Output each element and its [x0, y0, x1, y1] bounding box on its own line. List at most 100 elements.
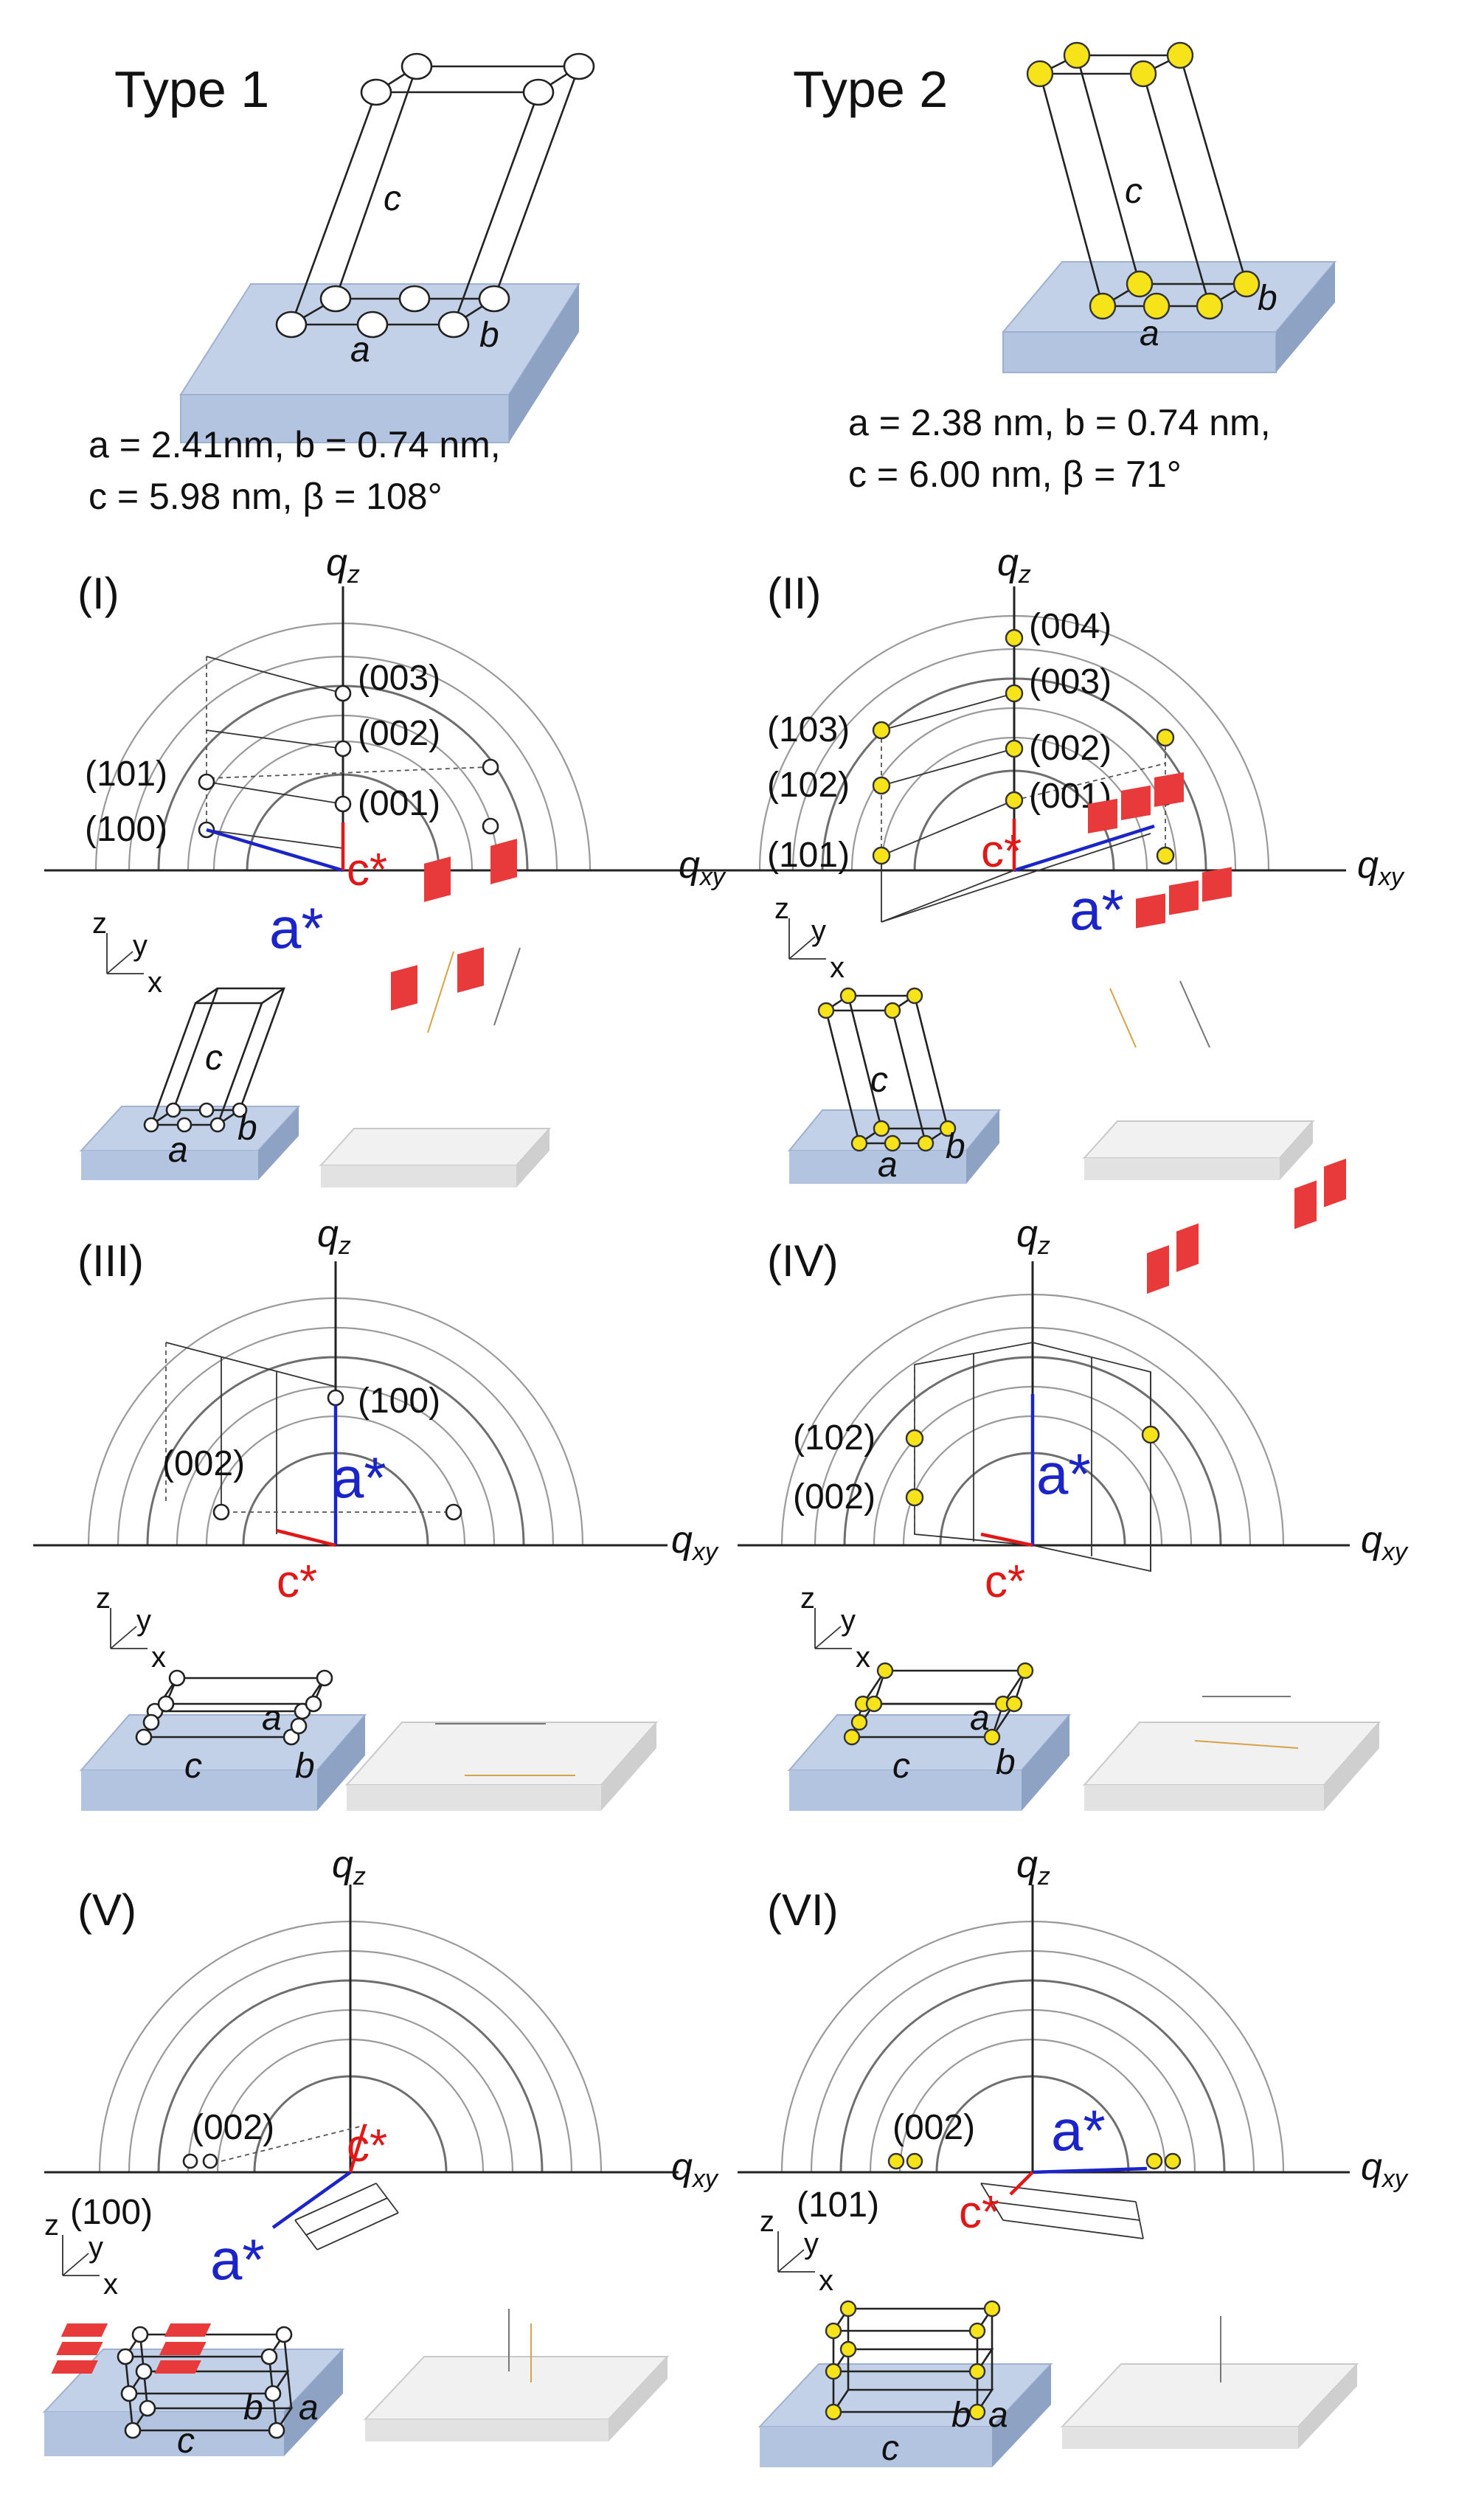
- panel-I-qxy-label: qxy: [679, 844, 727, 891]
- type-1-params-line1: a = 2.41nm, b = 0.74 nm,: [89, 424, 501, 465]
- panel-I-spot-side-2: [482, 817, 499, 835]
- panel-V-qxy-label: qxy: [671, 2146, 719, 2193]
- panel-I-substrate: [79, 1106, 301, 1180]
- panel-VI: (VI) qz qxy (002) (101) a* c*: [51, 1843, 1409, 2468]
- panel-IV-qxy-label: qxy: [1361, 1519, 1409, 1566]
- panel-I-z-label: z: [92, 907, 107, 940]
- panel-VI-c-star-label: c*: [959, 2187, 999, 2238]
- panel-IV-molecule-sketch: [1082, 1158, 1381, 1811]
- panel-II-spot-103: [872, 721, 891, 740]
- panel-II-lattice-b: b: [946, 1127, 965, 1166]
- panel-II-a-star-label: a*: [1069, 877, 1124, 942]
- panel-III-coordinate-axes: z y x: [96, 1582, 166, 1674]
- panel-IV-reciprocal-lattice: [914, 1342, 1151, 1573]
- panel-IV-miller-102: (102): [793, 1418, 876, 1458]
- panel-II-spot-002: [1005, 739, 1024, 758]
- panel-VI-a-star-label: a*: [1051, 2098, 1106, 2163]
- panel-V-a-star-label: a*: [210, 2227, 265, 2292]
- panel-VI-miller-101: (101): [797, 2186, 879, 2225]
- panel-I-molecule-sketch: [319, 839, 552, 1188]
- panel-VI-a-star-vector: [1032, 2166, 1148, 2174]
- panel-I-spot-side-1: [482, 758, 499, 776]
- panel-IV-spot-102: [905, 1429, 924, 1448]
- panel-VI-z-label: z: [760, 2205, 774, 2238]
- panel-II-qxy-label: qxy: [1357, 844, 1405, 891]
- panel-V-qz-label: qz: [332, 1843, 366, 1890]
- panel-II-spot-003: [1005, 684, 1024, 703]
- panel-II-x-label: x: [830, 952, 845, 984]
- panel-III-y-label: y: [136, 1604, 151, 1637]
- panel-VI-lattice-c: c: [881, 2429, 899, 2468]
- panel-I-lattice-c: c: [205, 1039, 223, 1078]
- panel-II-substrate: [787, 1109, 1002, 1184]
- panel-III-miller-100: (100): [358, 1382, 440, 1421]
- panel-II-c-star-label: c*: [981, 826, 1022, 877]
- panel-I-y-label: y: [133, 929, 148, 962]
- type-2-params-line2: c = 6.00 nm, β = 71°: [848, 454, 1182, 495]
- type-1-substrate: [179, 283, 580, 443]
- panel-III-unit-cell: [135, 1669, 333, 1746]
- panel-IV-y-label: y: [841, 1604, 856, 1637]
- panel-V-coordinate-axes: z y x: [44, 2209, 118, 2301]
- type-1-header: Type 1 c a b a = 2.41: [89, 52, 595, 517]
- panel-III-c-star-label: c*: [277, 1556, 317, 1607]
- type-2-params-line1: a = 2.38 nm, b = 0.74 nm,: [848, 402, 1271, 443]
- type-1-lattice-b: b: [479, 316, 499, 355]
- panel-I-x-label: x: [148, 966, 162, 999]
- panel-III-miller-002: (002): [162, 1444, 245, 1483]
- type-2-substrate: [1001, 261, 1337, 373]
- panel-I-a-star-label: a*: [269, 895, 324, 960]
- panel-II-molecule-sketch: [1082, 772, 1315, 1180]
- panel-III-reciprocal-lattice: [165, 1342, 450, 1534]
- panel-I-reciprocal-lattice: [206, 656, 488, 849]
- panel-VI-x-label: x: [819, 2264, 833, 2297]
- panel-VI-spot-side-a: [1145, 2152, 1163, 2170]
- panel-V-lattice-a: a: [299, 2388, 319, 2427]
- panel-III-qz-label: qz: [317, 1213, 351, 1260]
- type-1-lattice-a: a: [350, 330, 370, 370]
- panel-VI-spot-101a: [887, 2152, 905, 2170]
- panel-II-qz-label: qz: [997, 541, 1031, 589]
- panel-VI-label: (VI): [767, 1885, 839, 1935]
- panel-III-lattice-a: a: [262, 1699, 282, 1738]
- panel-I-qz-label: qz: [326, 541, 360, 589]
- panel-VI-y-label: y: [804, 2228, 819, 2260]
- panel-V-z-label: z: [44, 2209, 59, 2242]
- panel-I-miller-100: (100): [85, 810, 167, 849]
- panel-V-x-label: x: [103, 2268, 118, 2301]
- panel-III-label: (III): [77, 1236, 144, 1286]
- panel-V-reciprocal-lattice: [221, 2124, 399, 2250]
- panel-II-spot-side-3: [1156, 846, 1175, 865]
- panel-I-c-star-label: c*: [347, 845, 387, 895]
- panel-III-c-star-vector: [276, 1528, 336, 1547]
- panel-IV-substrate: [787, 1714, 1072, 1811]
- panel-VI-qxy-label: qxy: [1361, 2146, 1409, 2193]
- panel-II-spot-101: [872, 846, 891, 865]
- panel-III-spot-side: [445, 1503, 462, 1521]
- panel-V-spot-002: [202, 2153, 218, 2169]
- panel-I-lattice-a: a: [168, 1131, 188, 1170]
- panel-III-spot-100: [327, 1389, 344, 1407]
- panel-I-coordinate-axes: z y x: [92, 907, 162, 999]
- panel-VI-coordinate-axes: z y x: [760, 2205, 833, 2297]
- panel-IV-c-star-label: c*: [985, 1556, 1025, 1607]
- panel-III-lattice-b: b: [295, 1747, 315, 1786]
- panel-V-y-label: y: [89, 2231, 103, 2264]
- panel-VI-unit-cell: [825, 2300, 1001, 2421]
- panel-I-label: (I): [77, 569, 119, 618]
- panel-VI-miller-002: (002): [892, 2108, 975, 2147]
- panel-II-z-label: z: [774, 892, 789, 925]
- panel-III-z-label: z: [96, 1582, 111, 1615]
- panel-IV-qz-label: qz: [1016, 1213, 1050, 1260]
- panel-VI-molecule-sketch: [51, 2316, 1359, 2449]
- panel-IV-lattice-c: c: [892, 1747, 910, 1786]
- panel-I-spot-003: [334, 684, 352, 702]
- panel-II-miller-004: (004): [1029, 607, 1112, 646]
- panel-III-spot-002: [212, 1503, 230, 1521]
- type-2-lattice-b: b: [1258, 279, 1277, 318]
- panel-II-coordinate-axes: z y x: [774, 892, 845, 984]
- type-1-title: Type 1: [114, 60, 269, 118]
- panel-IV-lattice-a: a: [970, 1699, 990, 1738]
- panel-IV-label: (IV): [767, 1236, 839, 1286]
- panel-V-unit-cell: [117, 2326, 294, 2439]
